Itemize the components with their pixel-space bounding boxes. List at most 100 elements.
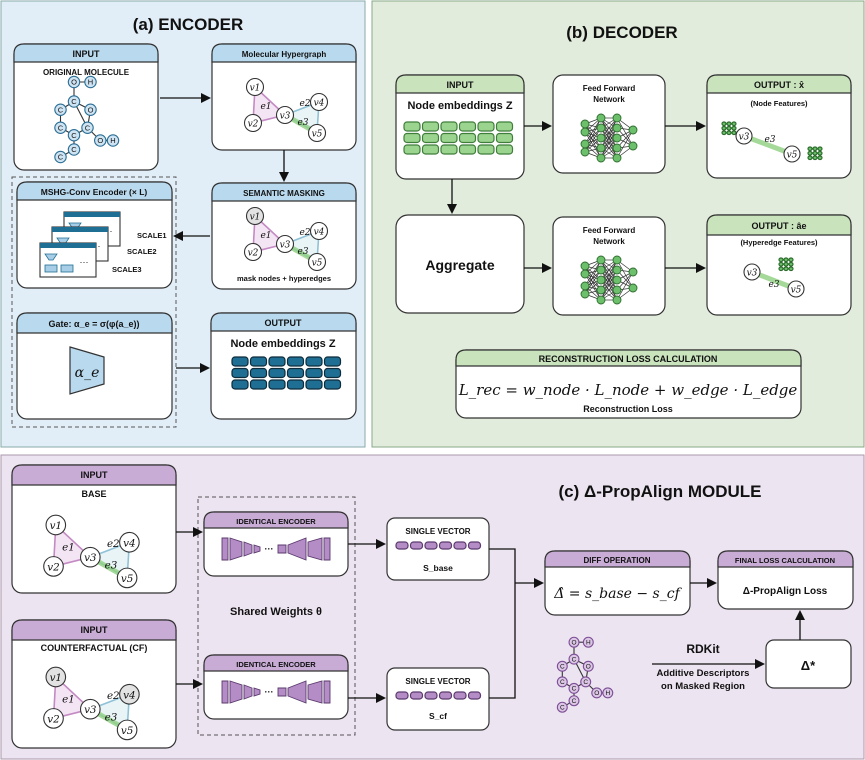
hyperedge-label: e3: [297, 247, 308, 257]
autoencoder-layer: [253, 687, 261, 697]
embedding-cell: [403, 121, 421, 132]
hyperedge-label: e1: [260, 231, 271, 241]
gate-header: Gate: α_e = σ(φ(a_e)): [49, 319, 140, 329]
ffn-top-label: Feed Forward: [583, 84, 636, 93]
hypergraph-node: [275, 234, 295, 254]
embedding-cell: [807, 146, 813, 152]
molecule-atom: [602, 687, 614, 699]
hypergraph-node-label: v5: [787, 151, 798, 161]
autoencoder-layer: [277, 544, 287, 554]
hypergraph-node: [45, 514, 67, 536]
molecule-atom: [556, 701, 568, 713]
nn-edge: [584, 259, 602, 287]
hyperedge-label: e2: [299, 99, 310, 109]
nn-edge: [600, 269, 618, 301]
nn-edge: [616, 271, 634, 301]
embedding-cell: [477, 121, 495, 132]
embedding-cell: [817, 155, 823, 161]
hypergraph-node: [783, 145, 801, 163]
embedding-cell: [731, 125, 737, 131]
nn-neuron: [580, 147, 590, 157]
embedding-cell: [268, 367, 286, 379]
molecule-atom-label: C: [71, 97, 77, 106]
molecule-atom: [591, 687, 603, 699]
gate-box: Gate: α_e = σ(φ(a_e)) α_e: [16, 312, 173, 420]
nn-neuron: [596, 265, 606, 275]
base-input-label: BASE: [81, 489, 106, 499]
scale2-label: SCALE2: [127, 247, 157, 256]
embedding-cell: [783, 261, 789, 267]
molecule-atom: [81, 121, 94, 135]
embedding-cell: [731, 121, 737, 127]
embedding-cell: [395, 691, 409, 700]
node-output-header: OUTPUT : x̂: [754, 80, 804, 90]
autoencoder-layer: [253, 544, 261, 554]
autoencoder-icon: ···: [221, 680, 331, 704]
molecule-atom-label: H: [605, 690, 610, 697]
molecule-atom: [54, 121, 67, 135]
nn-neuron: [596, 113, 606, 123]
hypergraph-node: [243, 113, 263, 133]
molecule-atom: [67, 95, 81, 108]
hypergraph-node-label: v5: [791, 286, 802, 296]
nn-edge: [584, 269, 602, 295]
hypergraph-node: [45, 666, 67, 688]
molecule-atom-label: O: [594, 690, 599, 697]
hypergraph-node-label: v3: [280, 241, 291, 251]
loss-header: RECONSTRUCTION LOSS CALCULATION: [539, 354, 718, 364]
molecule-atom: [106, 134, 120, 147]
embedding-cell: [458, 132, 477, 144]
hypergraph-node-label: v2: [248, 249, 259, 259]
identical-encoder-top-label: IDENTICAL ENCODER: [236, 517, 316, 526]
encoder-output-header: OUTPUT: [265, 318, 303, 328]
scale1-label: SCALE1: [137, 231, 167, 240]
hypergraph-node: [43, 708, 64, 729]
descriptor-line2: on Masked Region: [661, 681, 745, 692]
molecule-atom-label: H: [586, 640, 591, 647]
edge-output-header: OUTPUT : âe: [751, 221, 806, 231]
hypergraph-node: [116, 719, 138, 741]
hyperedge-label: e2: [107, 538, 120, 550]
diff-header: DIFF OPERATION: [584, 556, 651, 565]
embedding-cell: [421, 144, 440, 155]
embedding-cell: [453, 691, 467, 700]
identical-encoder-top: IDENTICAL ENCODER ···: [203, 511, 349, 577]
encoder-title: (a) ENCODER: [133, 15, 244, 34]
embedding-cell: [421, 121, 440, 132]
embedding-cell: [323, 367, 342, 379]
hypergraph-node: [245, 206, 265, 226]
embedding-cell: [458, 121, 477, 132]
embedding-cell: [721, 121, 727, 127]
mshg-header: MSHG-Conv Encoder (× L): [41, 187, 148, 197]
embedding-cell: [458, 144, 477, 155]
autoencoder-layer: [229, 680, 243, 704]
nn-neuron: [628, 141, 638, 151]
ffn-bottom-label: Feed Forward: [583, 226, 636, 235]
nn-neuron: [580, 281, 590, 291]
nn-neuron: [612, 255, 622, 265]
embedding-cell: [249, 367, 268, 379]
hypergraph-node: [735, 127, 753, 145]
hypergraph-node-label: v5: [121, 573, 133, 585]
nn-edge: [616, 117, 634, 147]
molecule-atom-label: C: [58, 123, 64, 132]
embedding-cell: [778, 257, 784, 263]
hyperedge-label: e2: [299, 228, 310, 238]
hyperedge-label: e3: [105, 712, 118, 724]
embedding-cell: [812, 150, 818, 156]
layer-icon: [60, 264, 74, 273]
embedding-cell: [286, 356, 305, 367]
decoder-embedding-grid: [403, 121, 514, 155]
decoder-input-header: INPUT: [447, 80, 475, 90]
embedding-cell: [403, 144, 421, 155]
ellipsis-icon: ···: [80, 257, 89, 267]
embedding-cell: [323, 356, 342, 367]
nn-neuron: [612, 285, 622, 295]
molecule-atom: [54, 103, 67, 117]
nn-neuron: [628, 125, 638, 135]
diff-operation-box: DIFF OPERATION Δ̂ = s_base − s_cf: [544, 550, 691, 616]
scale-card-bar: [52, 227, 108, 232]
encoder-input-header: INPUT: [73, 49, 101, 59]
